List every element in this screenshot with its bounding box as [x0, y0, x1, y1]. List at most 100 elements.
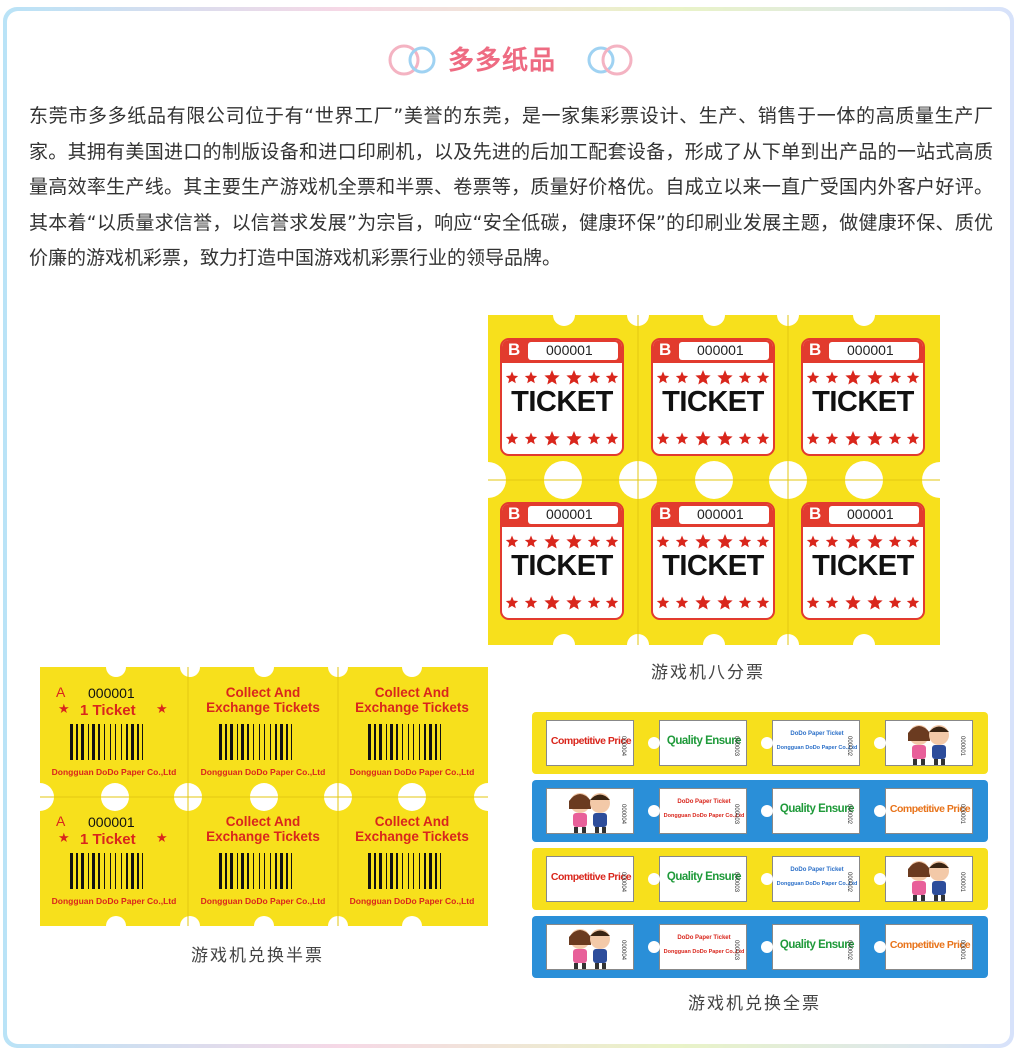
ticket-cell: Quality Ensure — [772, 924, 860, 970]
cartoon-couple-icon — [569, 929, 610, 969]
company-intro: 东莞市多多纸品有限公司位于有“世界工厂”美誉的东莞，是一家集彩票设计、生产、销售… — [29, 105, 993, 269]
company-name: Dongguan DoDo Paper Co.,Ltd — [51, 767, 177, 777]
ticket-number-box — [829, 342, 919, 360]
star-icon — [675, 596, 689, 609]
ticket-letter: A — [56, 813, 66, 829]
company-name: Dongguan DoDo Paper Co.,Ltd — [349, 767, 475, 777]
star-icon — [544, 431, 560, 446]
star-icon — [544, 370, 560, 385]
rings-left-icon — [388, 44, 436, 76]
star-icon — [825, 596, 839, 609]
ticket-letter: B — [508, 340, 521, 359]
star-icon — [605, 596, 619, 609]
ticket-letter: B — [659, 340, 672, 359]
stars-top — [806, 370, 920, 385]
full-ticket-caption: 游戏机兑换全票 — [688, 994, 821, 1014]
perforation-hole — [874, 873, 886, 885]
star-icon — [605, 432, 619, 445]
perforation-hole — [648, 873, 660, 885]
half-ticket-caption: 游戏机兑换半票 — [191, 946, 324, 966]
star-icon — [825, 371, 839, 384]
star-icon — [825, 432, 839, 445]
stars-bottom — [806, 595, 920, 610]
ticket-cell — [885, 856, 973, 902]
half-ticket-panel: Collect And Exchange Tickets Dongguan Do… — [342, 811, 482, 915]
perforation-hole — [761, 805, 773, 817]
ticket-number: 000001 — [847, 342, 894, 358]
perforation-hole — [648, 737, 660, 749]
dodo-line1: DoDo Paper Ticket — [677, 799, 731, 805]
cartoon-couple-icon — [569, 793, 610, 833]
star-icon — [587, 535, 601, 548]
star-icon — [675, 371, 689, 384]
serial-number: 000004 — [620, 804, 626, 825]
star-icon — [845, 534, 861, 549]
star-icon — [906, 535, 920, 548]
star-icon — [524, 432, 538, 445]
ticket-number-box — [679, 506, 769, 524]
star-icon — [906, 371, 920, 384]
barcode-icon — [219, 853, 292, 889]
star-icon: ★ — [58, 702, 70, 717]
star-icon — [867, 595, 883, 610]
one-ticket-label: 1 Ticket — [80, 831, 136, 848]
perforation-hole — [761, 941, 773, 953]
star-icon — [656, 596, 670, 609]
ticket-word: TICKET — [662, 386, 764, 418]
section-header: 多多纸品 — [0, 38, 1023, 78]
star-icon — [605, 371, 619, 384]
dodo-line1: DoDo Paper Ticket — [677, 935, 731, 941]
serial-number: 000003 — [733, 940, 739, 961]
ticket-word: TICKET — [812, 550, 914, 582]
perforation-hole — [648, 941, 660, 953]
star-icon — [888, 535, 902, 548]
star-icon — [717, 534, 733, 549]
ticket-number: 000001 — [546, 506, 593, 522]
serial-number: 000001 — [959, 940, 965, 961]
star-icon — [587, 432, 601, 445]
collect-line2: Exchange Tickets — [206, 700, 320, 715]
ticket-word: TICKET — [511, 550, 613, 582]
star-icon — [717, 370, 733, 385]
ticket-panel: B 000001 TICKET — [500, 502, 624, 620]
ticket-number: 000001 — [546, 342, 593, 358]
star-icon — [888, 596, 902, 609]
ticket-word: TICKET — [812, 386, 914, 418]
star-icon — [566, 595, 582, 610]
star-icon — [756, 432, 770, 445]
serial-number: 000004 — [620, 736, 626, 757]
stars-bottom — [505, 431, 619, 446]
dodo-line2: Dongguan DoDo Paper Co.,Ltd — [776, 745, 858, 751]
stars-bottom — [656, 431, 770, 446]
serial-number: 000002 — [846, 872, 852, 893]
star-icon — [566, 370, 582, 385]
quality-ensure-label: Quality Ensure — [666, 871, 742, 883]
collect-line1: Collect And — [225, 685, 301, 700]
ticket-panel: B 000001 TICKET — [651, 502, 775, 620]
ticket-cell: Quality Ensure — [659, 856, 747, 902]
barcode-icon — [219, 724, 292, 760]
stars-bottom — [505, 595, 619, 610]
half-ticket-panel: Collect And Exchange Tickets Dongguan Do… — [193, 811, 333, 915]
section-title: 多多纸品 — [448, 46, 557, 76]
ticket-number: 000001 — [847, 506, 894, 522]
one-ticket-label: 1 Ticket — [80, 702, 136, 719]
barcode-icon — [368, 724, 441, 760]
serial-number: 000003 — [733, 804, 739, 825]
competitive-price-label: Competitive Price — [889, 803, 971, 815]
star-icon: ★ — [58, 831, 70, 846]
serial-number: 000004 — [620, 940, 626, 961]
star-icon — [756, 535, 770, 548]
perforation-hole — [874, 941, 886, 953]
star-icon — [656, 371, 670, 384]
serial-number: 000001 — [959, 804, 965, 825]
star-icon — [675, 432, 689, 445]
stars-top — [656, 534, 770, 549]
star-icon — [888, 432, 902, 445]
ticket-cell: DoDo Paper Ticket Dongguan DoDo Paper Co… — [772, 720, 860, 766]
dodo-line1: DoDo Paper Ticket — [790, 867, 844, 873]
ticket-cell: Competitive Price — [546, 856, 634, 902]
